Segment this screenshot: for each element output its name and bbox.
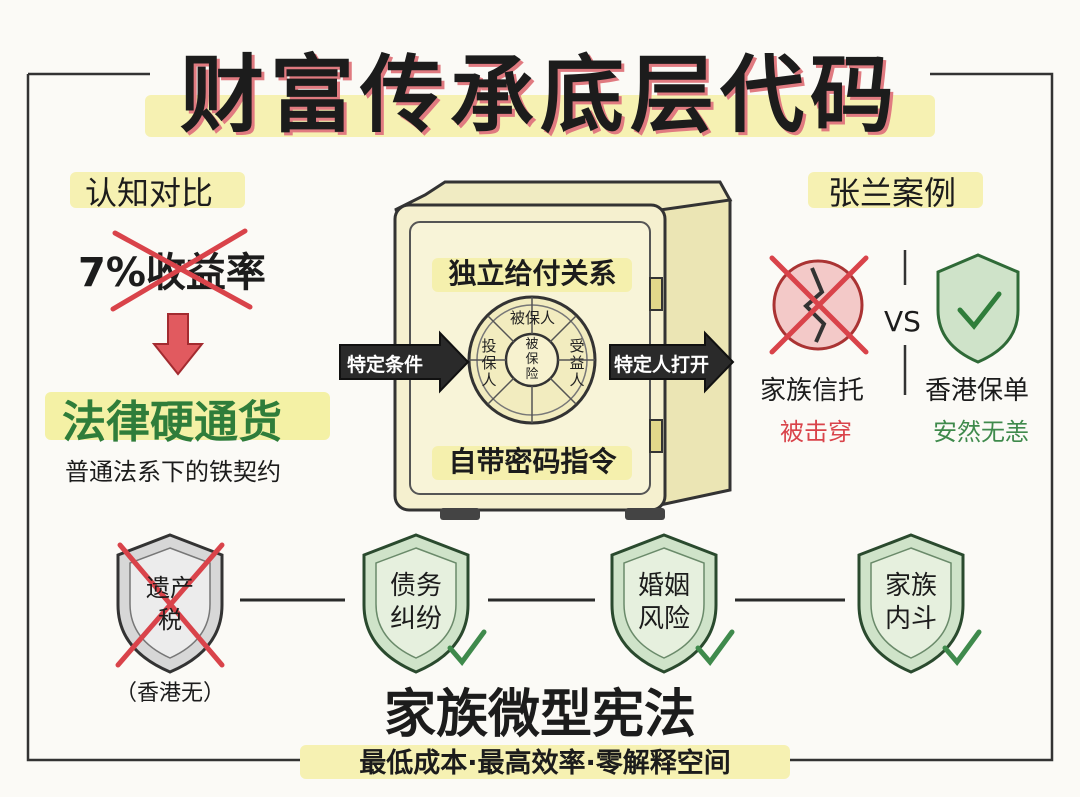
policy-status: 安然无恙 bbox=[933, 418, 1029, 446]
footer-title: 家族微型宪法 bbox=[383, 685, 696, 745]
cognition-heading-highlight bbox=[70, 172, 245, 208]
trust-name: 家族信托 bbox=[760, 376, 865, 406]
output-arrow-label: 特定人打开 bbox=[614, 354, 710, 376]
footer-slogan: 最低成本·最高效率·零解释空间 bbox=[359, 748, 731, 779]
safe-bottom-label-highlight bbox=[432, 446, 632, 480]
cognition-subtitle: 普通法系下的铁契约 bbox=[65, 458, 281, 486]
result-text: 法律硬通货 bbox=[62, 397, 282, 448]
safe-bottom-label: 自带密码指令 bbox=[448, 445, 617, 478]
policy-name: 香港保单 bbox=[925, 376, 1030, 406]
page-title: 财富传承底层代码 bbox=[179, 46, 900, 144]
dial-policyholder: 投保人 bbox=[481, 337, 497, 389]
title-highlight bbox=[145, 95, 935, 137]
arrow-down-icon bbox=[151, 313, 205, 376]
shield1-line1: 遗产 bbox=[146, 574, 194, 602]
dial-insured: 被保人 bbox=[509, 309, 555, 327]
shield1-note: （香港无） bbox=[114, 681, 225, 706]
shield-debt-icon bbox=[362, 533, 487, 674]
result-highlight bbox=[45, 392, 330, 440]
shield4-line1: 家族 bbox=[884, 571, 937, 601]
shield2-line1: 债务 bbox=[389, 571, 442, 601]
shield-family-dispute-icon bbox=[857, 533, 982, 674]
shield3-line2: 风险 bbox=[637, 604, 690, 634]
safe-top-label: 独立给付关系 bbox=[448, 257, 617, 290]
shield3-line1: 婚姻 bbox=[637, 571, 690, 601]
dial-beneficiary: 受益人 bbox=[569, 337, 585, 389]
case-heading: 张兰案例 bbox=[828, 174, 957, 212]
broken-trust-icon bbox=[769, 255, 869, 355]
shield1-line2: 税 bbox=[158, 606, 182, 634]
trust-status: 被击穿 bbox=[780, 418, 852, 446]
cognition-heading: 认知对比 bbox=[85, 174, 214, 212]
shield-inheritance-tax-icon bbox=[115, 533, 225, 674]
safe-top-label-highlight bbox=[432, 258, 632, 292]
shield4-line2: 内斗 bbox=[884, 604, 937, 634]
dial-center: 被保险 bbox=[525, 337, 539, 382]
shield2-line2: 纠纷 bbox=[389, 604, 442, 634]
case-heading-highlight bbox=[808, 172, 983, 208]
input-arrow-label: 特定条件 bbox=[347, 354, 424, 376]
cross-mark-icon bbox=[110, 228, 253, 312]
vs-label: VS bbox=[884, 305, 921, 338]
shield-marriage-icon bbox=[610, 533, 735, 674]
footer-slogan-highlight bbox=[300, 745, 790, 779]
shield-check-icon bbox=[936, 253, 1020, 364]
